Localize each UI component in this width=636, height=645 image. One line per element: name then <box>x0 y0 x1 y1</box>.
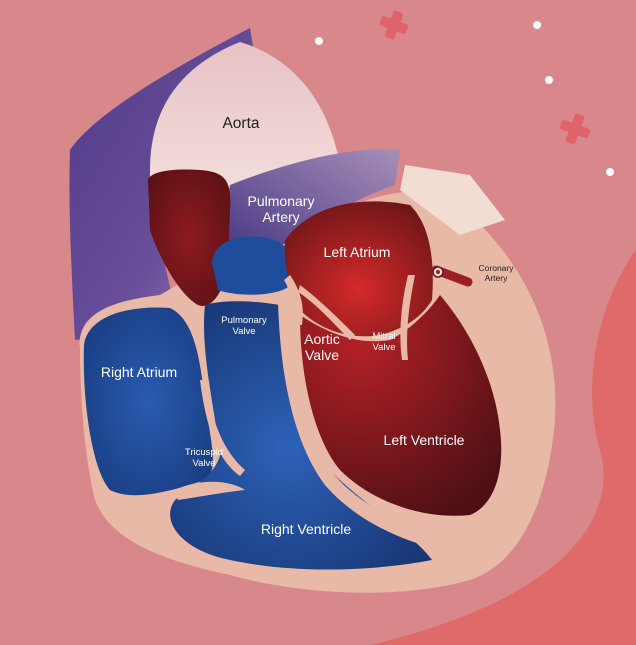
label-tricuspid-valve-line2: Valve <box>192 457 216 469</box>
label-tricuspid-valve-line1: Tricuspid <box>184 447 224 458</box>
label-aorta: Aorta <box>222 115 260 132</box>
right-atrium-chamber <box>83 307 213 496</box>
label-pulmonary-valve-line1: Pulmonary <box>221 315 267 326</box>
label-right-ventricle: Right Ventricle <box>260 521 352 537</box>
dot-4 <box>606 168 614 176</box>
label-pulmonary-artery: Pulmonary Artery <box>248 193 315 225</box>
label-aortic-valve-line1: Aortic <box>304 331 340 347</box>
label-left-atrium: Left Atrium <box>323 244 391 260</box>
label-right-atrium: Right Atrium <box>100 364 178 380</box>
dot-2 <box>533 21 541 29</box>
tricuspid-valve-leaflet <box>175 481 245 500</box>
mitral-valve-chordae <box>400 275 415 360</box>
aortic-valve-flap-2 <box>298 285 355 340</box>
label-left-ventricle: Left Ventricle <box>383 432 465 448</box>
label-pulmonary-artery-line2: Artery <box>262 209 300 226</box>
label-coronary-artery-line2: Artery <box>484 272 508 283</box>
label-tricuspid-valve: Tricuspid Valve <box>184 447 224 470</box>
label-mitral-valve-line2: Valve <box>372 341 396 353</box>
label-pulmonary-artery-line1: Pulmonary <box>247 193 315 209</box>
aortic-valve-flap <box>284 275 303 325</box>
label-coronary-artery: Coronary Artery <box>478 263 514 284</box>
label-aortic-valve: Aortic Valve <box>304 331 340 363</box>
label-aortic-valve-line2: Valve <box>305 347 339 364</box>
background-accent-blob <box>370 250 636 645</box>
left-ventricle-chamber <box>300 295 502 516</box>
label-coronary-artery-line1: Coronary <box>478 263 514 273</box>
label-pulmonary-valve: Pulmonary Valve <box>221 315 267 338</box>
dot-1 <box>315 37 323 45</box>
label-mitral-valve-line1: Mitral <box>372 331 396 342</box>
label-mitral-valve: Mitral Valve <box>372 331 396 354</box>
dot-3 <box>545 76 553 84</box>
aorta-red-chamber <box>148 169 231 306</box>
label-pulmonary-valve-line2: Valve <box>232 325 256 337</box>
septum <box>278 300 440 550</box>
left-atrium-chamber <box>284 201 433 337</box>
pulmonary-vein-stub <box>400 165 505 235</box>
pulmonary-trunk-chamber <box>212 236 295 295</box>
cross-icon-top <box>379 10 409 40</box>
tricuspid-chordae <box>200 380 245 476</box>
cross-icon-right <box>559 113 591 145</box>
coronary-artery-marker <box>431 265 473 287</box>
